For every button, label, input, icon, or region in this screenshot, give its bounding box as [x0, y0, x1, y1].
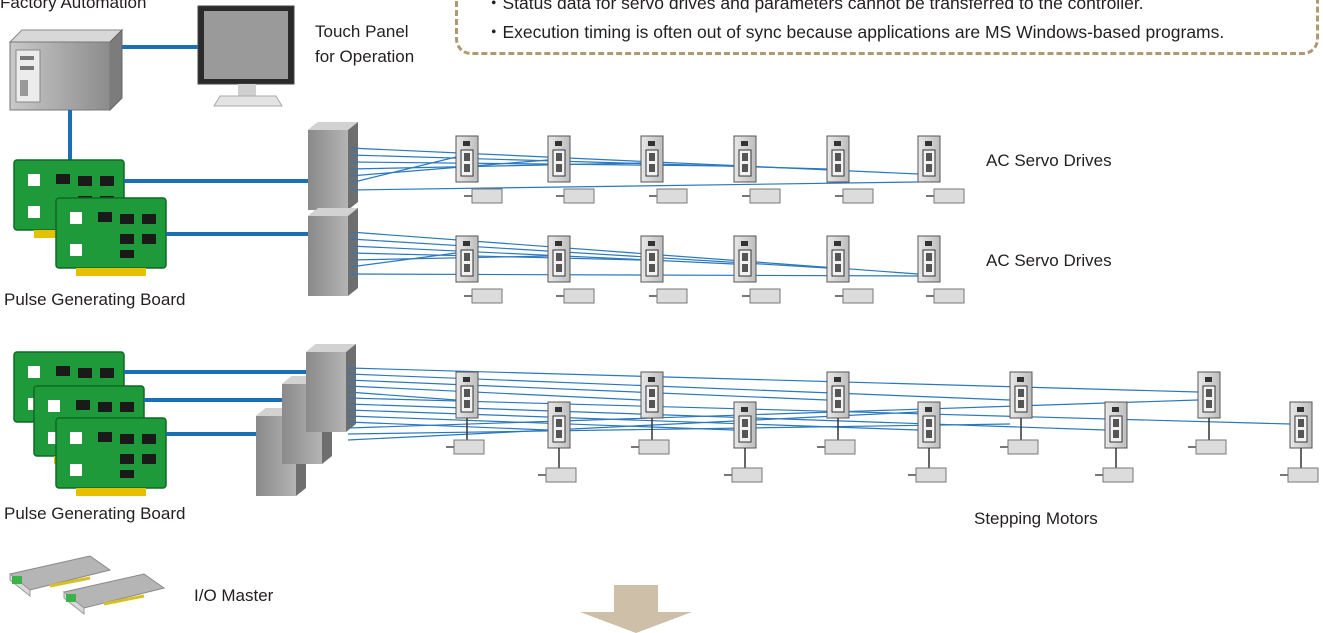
- pulse-board-group-1: [13, 159, 167, 277]
- callout-box: [455, 0, 1319, 55]
- terminal-block-2: [308, 208, 358, 296]
- stepping-drive-row-upper: [445, 371, 1227, 455]
- callout-line-2: ・Execution timing is often out of sync b…: [485, 22, 1225, 42]
- pulse-board-label-2: Pulse Generating Board: [4, 504, 186, 523]
- stepping-motors-label: Stepping Motors: [974, 509, 1098, 528]
- io-master-cards-icon: [8, 554, 166, 616]
- servo-row-1-label: AC Servo Drives: [986, 151, 1112, 170]
- stepping-signals: [347, 367, 1291, 441]
- servo-drive-row-1: [455, 135, 965, 204]
- stepping-drive-row-lower: [537, 401, 1319, 483]
- io-master-label: I/O Master: [194, 586, 274, 605]
- pulse-board-label-1: Pulse Generating Board: [4, 290, 186, 309]
- pc-tower-icon: [8, 28, 124, 112]
- servo-row-2-label: AC Servo Drives: [986, 251, 1112, 270]
- down-arrow-icon: [580, 585, 692, 633]
- touch-panel-label-line2: for Operation: [315, 47, 415, 66]
- touch-panel-label-line1: Touch Panel: [315, 22, 409, 41]
- servo-row-1-signals: [349, 147, 919, 191]
- servo-row-2-signals: [349, 231, 919, 277]
- terminal-block-3: [306, 344, 356, 432]
- callout-line-1: ・Status data for servo drives and parame…: [485, 0, 1144, 13]
- touch-panel-monitor-icon: [197, 5, 295, 107]
- factory-automation-label: Factory Automation: [0, 0, 147, 12]
- terminal-block-1: [308, 122, 358, 210]
